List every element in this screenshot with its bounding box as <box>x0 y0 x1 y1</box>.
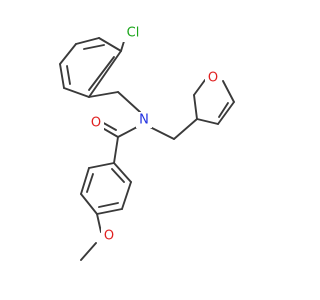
bond <box>80 167 90 195</box>
bond <box>147 125 175 140</box>
bond <box>88 91 119 98</box>
label-background <box>88 115 104 131</box>
bond <box>173 118 198 140</box>
bond <box>83 44 105 50</box>
bond <box>75 37 100 45</box>
bond <box>113 136 119 164</box>
bond <box>96 213 102 233</box>
bond <box>88 56 115 91</box>
bond <box>63 87 90 98</box>
label-background <box>119 24 147 42</box>
bond <box>117 125 140 138</box>
methoxy-oxygen-label: O <box>104 229 114 244</box>
bond <box>96 208 123 215</box>
amide-nitrogen-label: N <box>139 113 149 128</box>
bond <box>59 63 65 89</box>
bond <box>193 79 206 96</box>
chlorine-label: Cl <box>127 26 140 41</box>
bond <box>113 162 132 183</box>
bond <box>88 162 115 169</box>
bond <box>88 50 122 98</box>
bond <box>217 101 235 125</box>
carbonyl-oxygen-label: O <box>91 116 101 131</box>
bond <box>117 91 141 113</box>
bond <box>86 173 94 193</box>
bond <box>222 80 235 103</box>
bond <box>66 65 71 85</box>
bond <box>193 94 198 120</box>
label-background <box>205 70 221 86</box>
bond <box>80 193 98 215</box>
bond <box>218 102 229 118</box>
structure-canvas: Cl O N O O <box>59 24 235 261</box>
molecule-structure: Cl O N O O <box>59 24 235 261</box>
label-background <box>136 112 152 128</box>
bond <box>121 181 132 210</box>
bond <box>196 118 219 125</box>
furan-oxygen-label: O <box>208 71 218 86</box>
bond <box>59 43 77 65</box>
bond <box>98 202 119 208</box>
bond <box>111 168 125 183</box>
label-background <box>101 228 117 244</box>
bond <box>80 242 97 261</box>
bond <box>98 37 122 52</box>
atom-label-layer: Cl O N O O <box>88 24 221 244</box>
